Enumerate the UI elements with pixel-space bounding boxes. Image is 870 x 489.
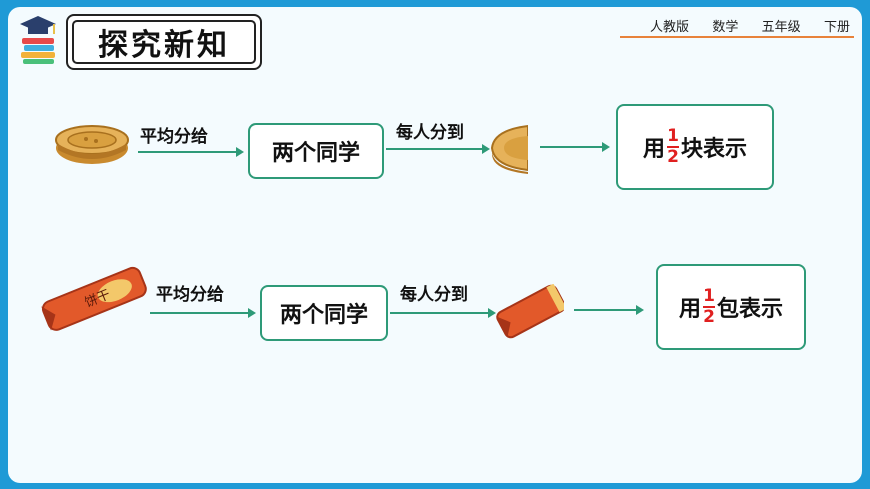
row2-arrow-2 xyxy=(390,308,496,318)
row2-arrow-3 xyxy=(574,305,644,315)
row2-fraction: 1 2 xyxy=(703,288,715,326)
course-info: 人教版 数学 五年级 下册 xyxy=(650,16,850,35)
book-stack-icon xyxy=(20,16,56,64)
fraction-bar xyxy=(667,146,679,148)
biscuit-pack-half-image xyxy=(496,284,564,339)
row1-arrow-3 xyxy=(540,142,610,152)
row1-fraction: 1 2 xyxy=(667,128,679,166)
row2-arrow-1 xyxy=(150,308,256,318)
page-title: 探究新知 xyxy=(72,20,256,64)
row2-step1-label: 平均分给 xyxy=(156,285,224,305)
row1-result-prefix: 用 xyxy=(642,137,665,162)
header-underline xyxy=(620,36,854,38)
row1-step2-label: 每人分到 xyxy=(396,123,464,143)
volume-label: 下册 xyxy=(823,20,850,35)
subject-label: 数学 xyxy=(712,20,739,35)
row2-result-prefix: 用 xyxy=(678,297,701,322)
row1-recipients-box: 两个同学 xyxy=(248,123,384,179)
row1-result-suffix: 块表示 xyxy=(681,137,748,162)
row1-arrow-1 xyxy=(138,147,244,157)
mooncake-half-image xyxy=(490,124,528,174)
row1-numerator: 1 xyxy=(667,126,679,146)
row1-result-box: 用 1 2 块表示 xyxy=(616,104,774,190)
biscuit-pack-whole-image: 饼干 xyxy=(41,266,147,331)
row2-result-box: 用 1 2 包表示 xyxy=(656,264,806,350)
row2-denominator: 2 xyxy=(703,307,715,327)
grade-label: 五年级 xyxy=(761,20,801,35)
row1-arrow-2 xyxy=(386,144,490,154)
slide xyxy=(8,7,862,483)
row1-denominator: 2 xyxy=(667,147,679,167)
row2-result-suffix: 包表示 xyxy=(717,297,784,322)
row2-recipients-box: 两个同学 xyxy=(260,285,388,341)
row2-step2-label: 每人分到 xyxy=(400,285,468,305)
publisher-label: 人教版 xyxy=(650,20,690,35)
title-frame: 探究新知 xyxy=(66,14,262,70)
row1-step1-label: 平均分给 xyxy=(140,127,208,147)
row2-numerator: 1 xyxy=(703,286,715,306)
fraction-bar xyxy=(703,306,715,308)
mooncake-whole-image xyxy=(55,125,129,164)
